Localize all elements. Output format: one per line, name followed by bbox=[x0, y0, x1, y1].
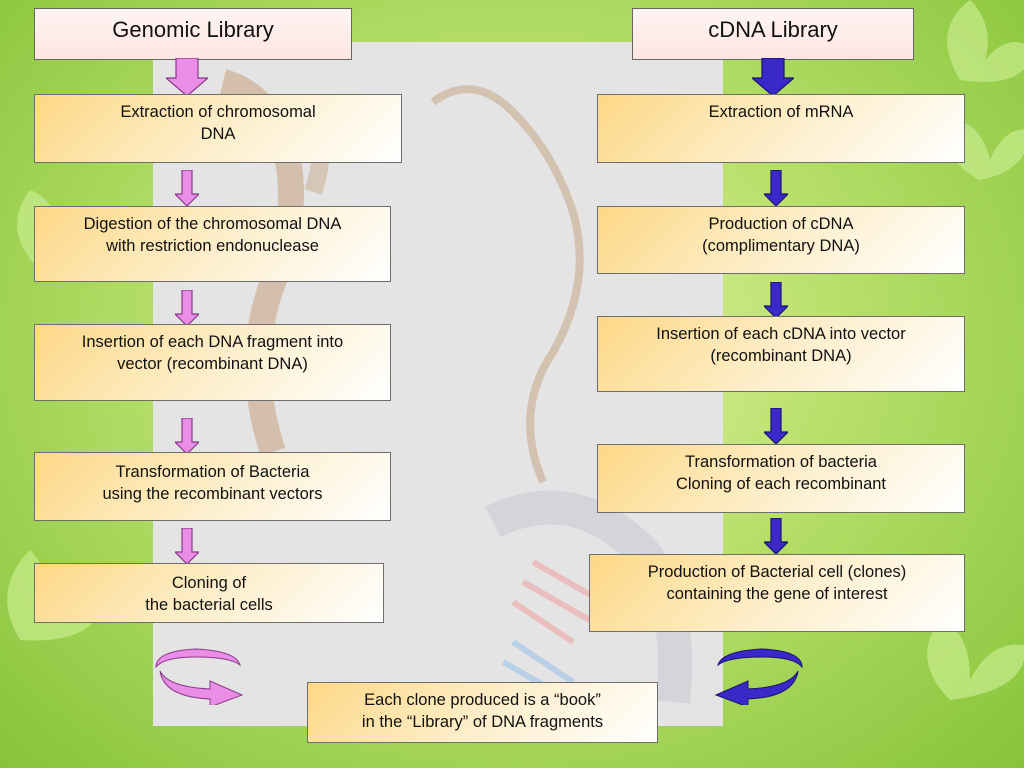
genomic-step-2: Digestion of the chromosomal DNA with re… bbox=[34, 206, 391, 282]
genomic-library-title: Genomic Library bbox=[34, 8, 352, 60]
cdna-step-4: Transformation of bacteria Cloning of ea… bbox=[597, 444, 965, 513]
down-arrow-icon bbox=[764, 282, 788, 318]
conclusion-box: Each clone produced is a “book” in the “… bbox=[307, 682, 658, 743]
down-arrow-icon bbox=[175, 290, 199, 326]
cdna-step-3: Insertion of each cDNA into vector (reco… bbox=[597, 316, 965, 392]
down-arrow-icon bbox=[764, 518, 788, 554]
cdna-step-5: Production of Bacterial cell (clones) co… bbox=[589, 554, 965, 632]
genomic-step-1: Extraction of chromosomal DNA bbox=[34, 94, 402, 163]
genomic-step-5: Cloning of the bacterial cells bbox=[34, 563, 384, 623]
down-arrow-icon bbox=[166, 58, 208, 96]
down-arrow-icon bbox=[175, 528, 199, 564]
curved-arrow-left-icon bbox=[155, 648, 244, 705]
down-arrow-icon bbox=[175, 418, 199, 454]
down-arrow-icon bbox=[175, 170, 199, 206]
genomic-step-4: Transformation of Bacteria using the rec… bbox=[34, 452, 391, 521]
genomic-step-3: Insertion of each DNA fragment into vect… bbox=[34, 324, 391, 401]
down-arrow-icon bbox=[764, 408, 788, 444]
down-arrow-icon bbox=[752, 58, 794, 96]
curved-arrow-right-icon bbox=[714, 648, 803, 705]
cdna-step-2: Production of cDNA (complimentary DNA) bbox=[597, 206, 965, 274]
cdna-library-title: cDNA Library bbox=[632, 8, 914, 60]
cdna-step-1: Extraction of mRNA bbox=[597, 94, 965, 163]
down-arrow-icon bbox=[764, 170, 788, 206]
